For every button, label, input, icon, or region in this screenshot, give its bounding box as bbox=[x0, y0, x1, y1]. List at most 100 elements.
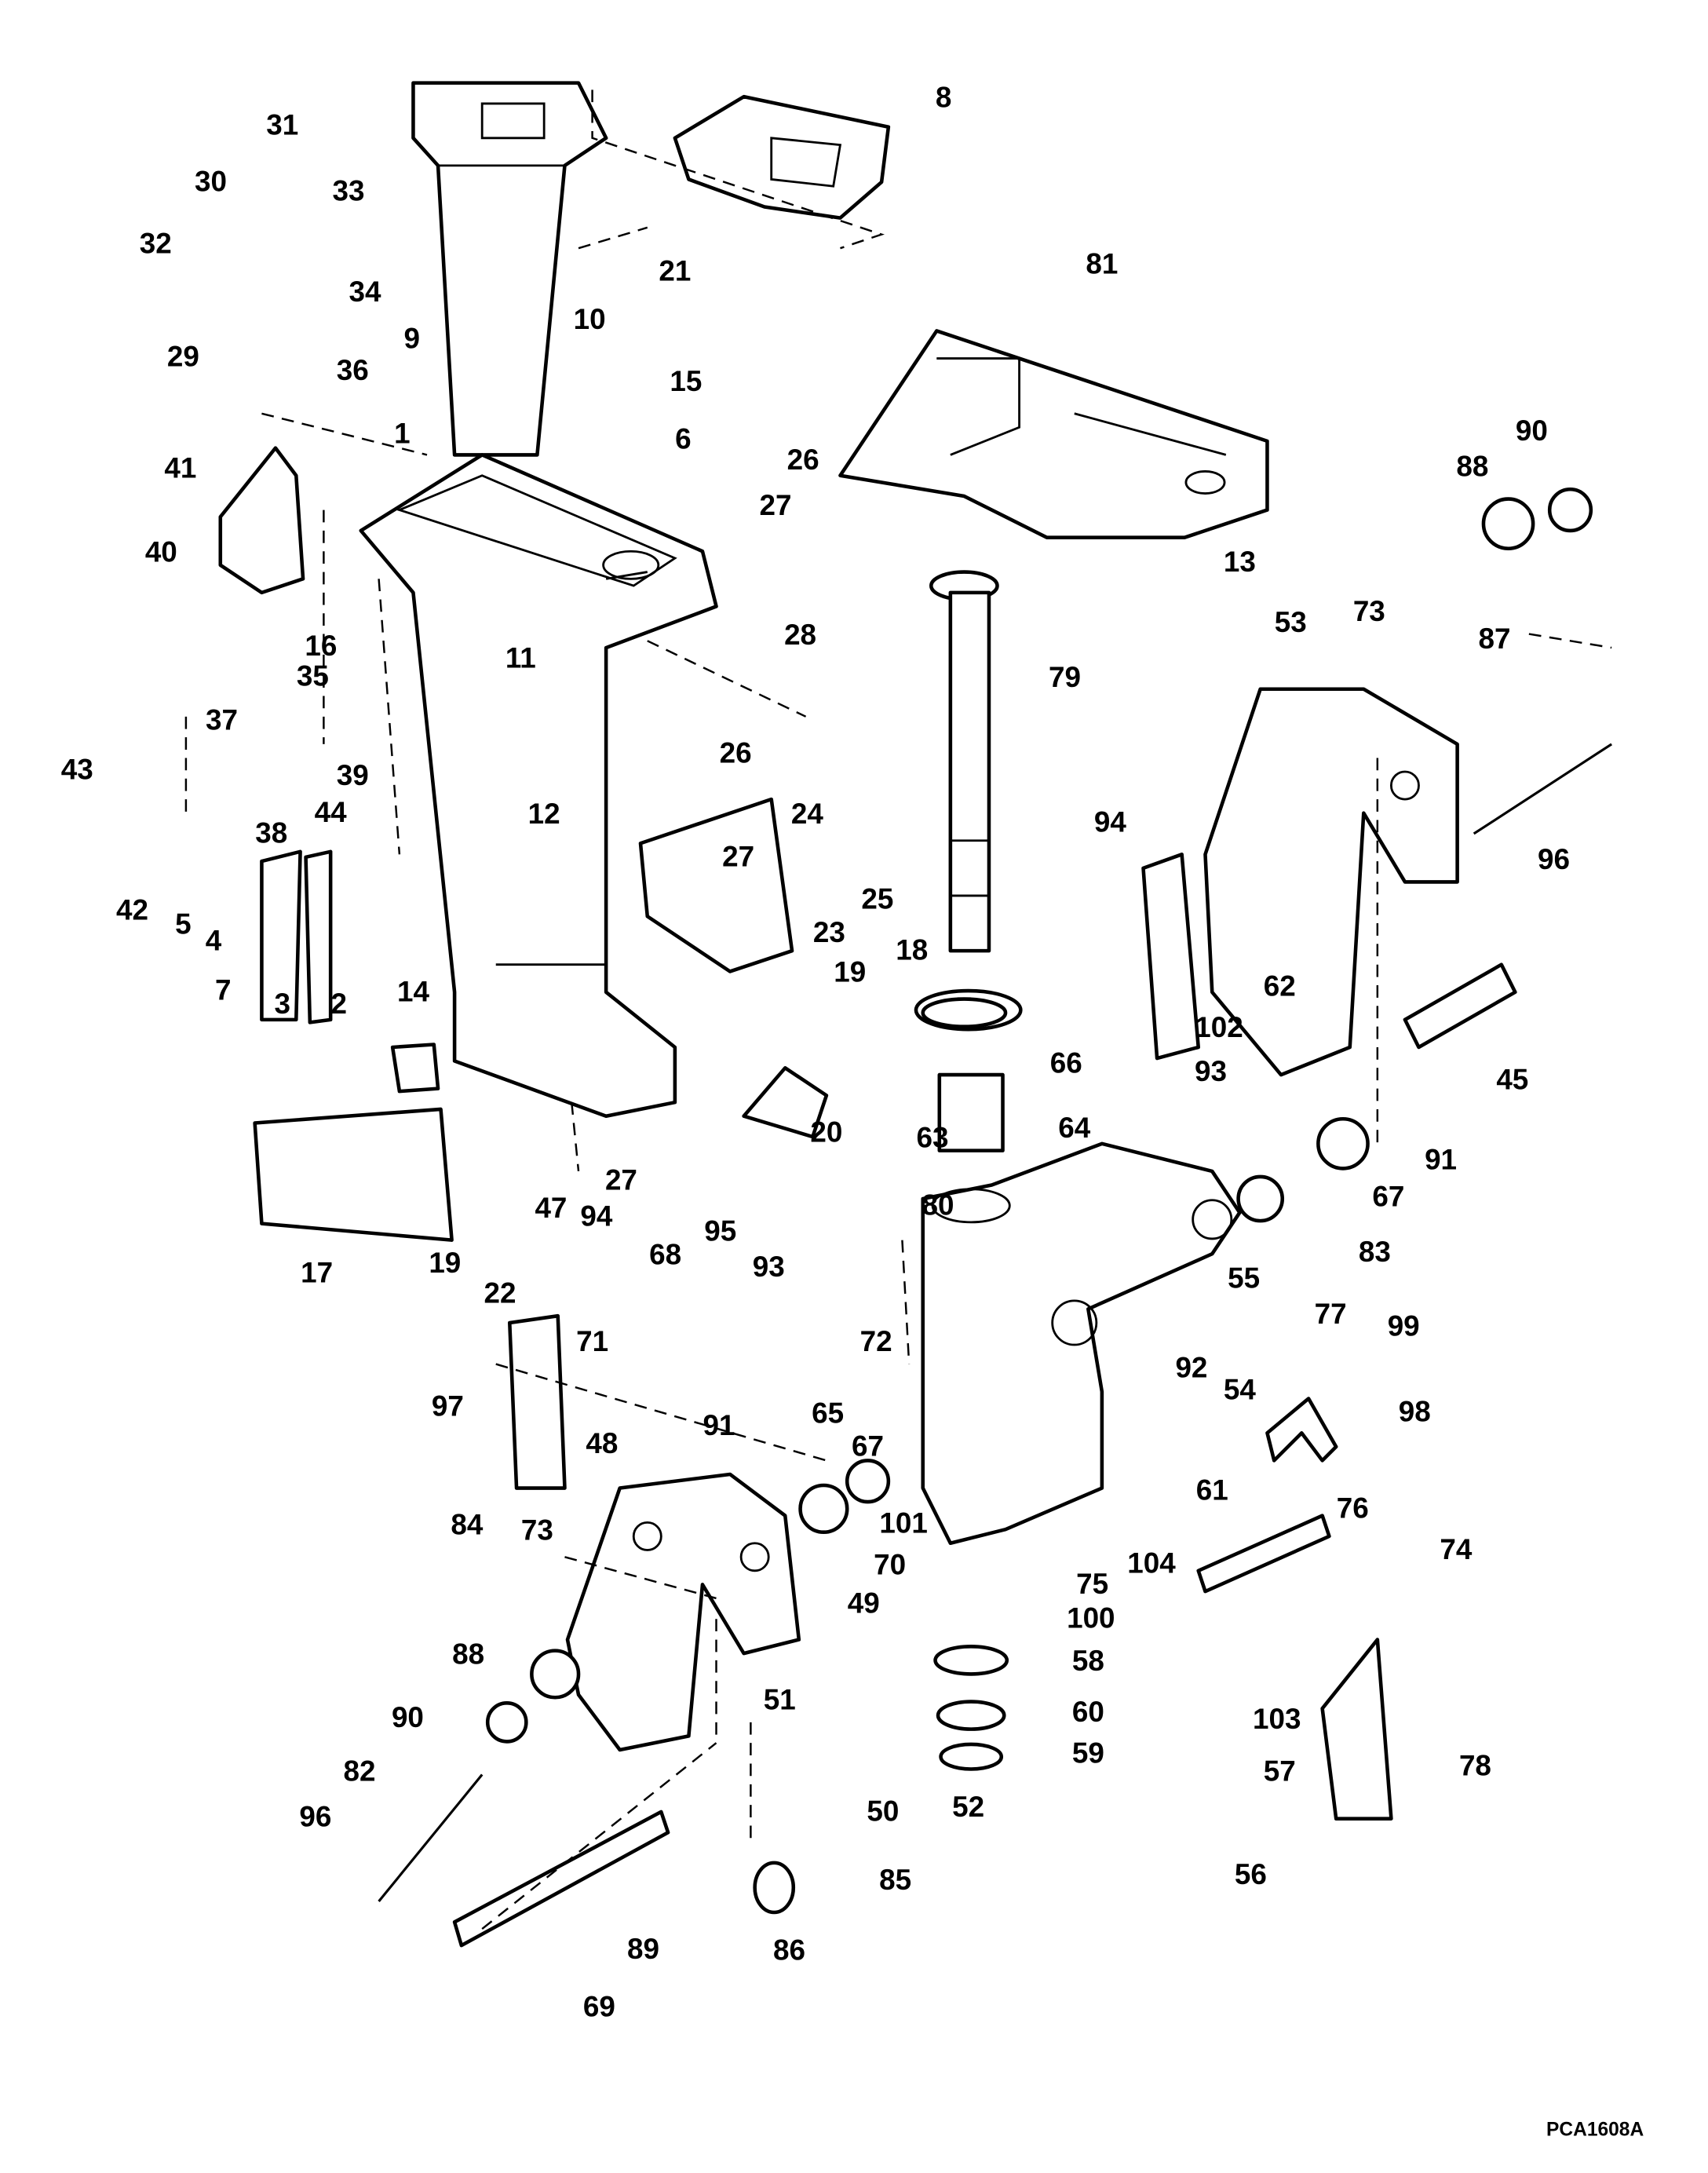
callout-80: 80 bbox=[922, 1189, 954, 1221]
callout-65: 65 bbox=[812, 1397, 844, 1429]
callout-61: 61 bbox=[1196, 1474, 1228, 1506]
callout-2: 2 bbox=[330, 988, 347, 1020]
swivel-bracket bbox=[921, 1141, 1242, 1546]
lever-74 bbox=[1196, 1514, 1331, 1594]
callout-1: 1 bbox=[394, 418, 410, 450]
callout-85: 85 bbox=[879, 1864, 911, 1896]
callout-73: 73 bbox=[1353, 595, 1385, 627]
callout-10: 10 bbox=[574, 303, 606, 335]
callout-15: 15 bbox=[670, 365, 702, 397]
callout-38: 38 bbox=[255, 816, 287, 849]
callout-22: 22 bbox=[484, 1277, 516, 1309]
bushing-67 bbox=[845, 1459, 891, 1504]
callout-7: 7 bbox=[215, 974, 232, 1006]
callout-89: 89 bbox=[627, 1933, 659, 1965]
callout-36: 36 bbox=[337, 354, 369, 386]
callout-102: 102 bbox=[1195, 1011, 1243, 1043]
steering-arm bbox=[838, 329, 1269, 539]
mount-bracket bbox=[638, 797, 794, 973]
bracket-78 bbox=[1320, 1638, 1393, 1821]
callout-9: 9 bbox=[403, 322, 419, 354]
ring-60 bbox=[936, 1700, 1006, 1731]
link-102 bbox=[1141, 853, 1200, 1061]
callout-55: 55 bbox=[1228, 1262, 1260, 1294]
callout-86: 86 bbox=[773, 1934, 805, 1967]
callout-72: 72 bbox=[860, 1325, 892, 1357]
callout-93: 93 bbox=[753, 1251, 785, 1283]
callout-5: 5 bbox=[175, 908, 192, 940]
callout-3: 3 bbox=[274, 988, 290, 1020]
mount-14 bbox=[390, 1043, 440, 1094]
callout-33: 33 bbox=[332, 175, 364, 207]
stern-bracket-right bbox=[1203, 687, 1459, 1077]
bushing bbox=[937, 1072, 1005, 1152]
callout-83: 83 bbox=[1359, 1236, 1391, 1268]
callout-88: 88 bbox=[452, 1638, 484, 1670]
callout-87: 87 bbox=[1479, 623, 1511, 655]
callout-34: 34 bbox=[349, 276, 381, 308]
callout-53: 53 bbox=[1275, 606, 1307, 638]
tilt-rod-left bbox=[378, 1773, 484, 1902]
callout-39: 39 bbox=[337, 759, 369, 791]
grommet-20 bbox=[742, 1066, 829, 1139]
callout-20: 20 bbox=[810, 1116, 842, 1148]
callout-94: 94 bbox=[580, 1200, 612, 1232]
callout-17: 17 bbox=[301, 1256, 333, 1288]
washer-91-right bbox=[1316, 1116, 1370, 1170]
callout-76: 76 bbox=[1337, 1492, 1369, 1524]
callout-8: 8 bbox=[936, 81, 952, 113]
callout-50: 50 bbox=[867, 1795, 899, 1827]
callout-11: 11 bbox=[505, 642, 536, 674]
callout-42: 42 bbox=[116, 894, 148, 926]
callout-26: 26 bbox=[720, 737, 752, 769]
ring-58 bbox=[933, 1645, 1009, 1676]
callout-96: 96 bbox=[299, 1800, 331, 1832]
callout-74: 74 bbox=[1440, 1533, 1472, 1565]
cap-90-right bbox=[1547, 487, 1593, 533]
callout-81: 81 bbox=[1086, 248, 1118, 280]
callout-71: 71 bbox=[576, 1325, 608, 1357]
callout-37: 37 bbox=[206, 704, 238, 736]
callout-82: 82 bbox=[344, 1755, 376, 1788]
callout-58: 58 bbox=[1072, 1645, 1104, 1677]
callout-79: 79 bbox=[1049, 661, 1081, 693]
callout-78: 78 bbox=[1459, 1750, 1491, 1782]
callout-90: 90 bbox=[1516, 415, 1548, 447]
callout-93: 93 bbox=[1195, 1055, 1227, 1087]
lever bbox=[218, 446, 305, 595]
callout-67: 67 bbox=[852, 1430, 884, 1462]
callout-28: 28 bbox=[784, 619, 816, 651]
callout-27: 27 bbox=[722, 840, 754, 872]
callout-27: 27 bbox=[605, 1164, 637, 1196]
bushing-67-right bbox=[1236, 1174, 1285, 1223]
callout-19: 19 bbox=[834, 956, 866, 988]
tilt-rod-right bbox=[1473, 743, 1613, 835]
callout-59: 59 bbox=[1072, 1737, 1104, 1769]
callout-19: 19 bbox=[429, 1247, 461, 1279]
callout-60: 60 bbox=[1072, 1696, 1104, 1728]
link-97 bbox=[508, 1313, 567, 1490]
callout-103: 103 bbox=[1253, 1703, 1301, 1735]
callout-48: 48 bbox=[586, 1427, 618, 1459]
callout-91: 91 bbox=[703, 1409, 735, 1441]
callout-29: 29 bbox=[167, 340, 199, 372]
callout-92: 92 bbox=[1175, 1351, 1207, 1383]
callout-18: 18 bbox=[896, 934, 928, 966]
callout-24: 24 bbox=[791, 798, 823, 830]
callout-45: 45 bbox=[1496, 1064, 1528, 1096]
callout-32: 32 bbox=[140, 227, 172, 259]
nut-88-right bbox=[1481, 497, 1535, 551]
exhaust-tube bbox=[411, 81, 608, 457]
bracket-76 bbox=[1265, 1397, 1338, 1463]
callout-35: 35 bbox=[297, 659, 329, 692]
callout-69: 69 bbox=[583, 1991, 615, 2023]
callout-27: 27 bbox=[759, 489, 791, 521]
callout-31: 31 bbox=[266, 108, 298, 141]
callout-12: 12 bbox=[528, 798, 560, 830]
callout-40: 40 bbox=[145, 535, 177, 568]
callout-54: 54 bbox=[1224, 1373, 1256, 1405]
exhaust-housing bbox=[359, 453, 718, 1119]
callout-4: 4 bbox=[206, 924, 222, 956]
callout-98: 98 bbox=[1399, 1396, 1431, 1428]
callout-97: 97 bbox=[432, 1390, 464, 1422]
